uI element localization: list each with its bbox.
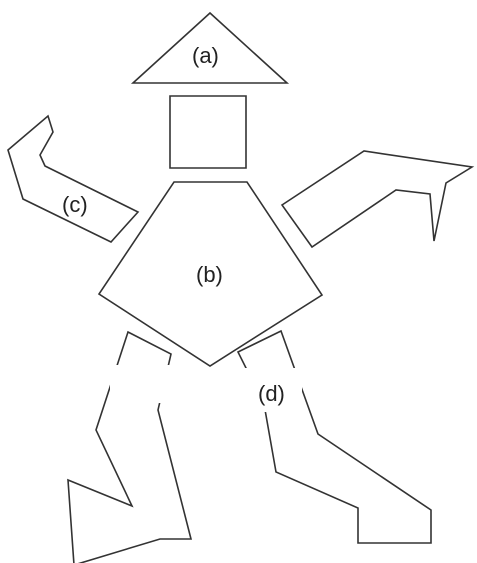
shape-d-right-leg	[238, 331, 431, 543]
label-a: (a)	[192, 43, 219, 68]
shape-c-left-arm	[8, 116, 138, 242]
square-head	[170, 96, 246, 168]
left-leg-gap	[110, 365, 170, 403]
label-d: (d)	[258, 381, 285, 406]
right-arm	[282, 151, 472, 247]
label-b: (b)	[196, 262, 223, 287]
label-c: (c)	[62, 192, 88, 217]
